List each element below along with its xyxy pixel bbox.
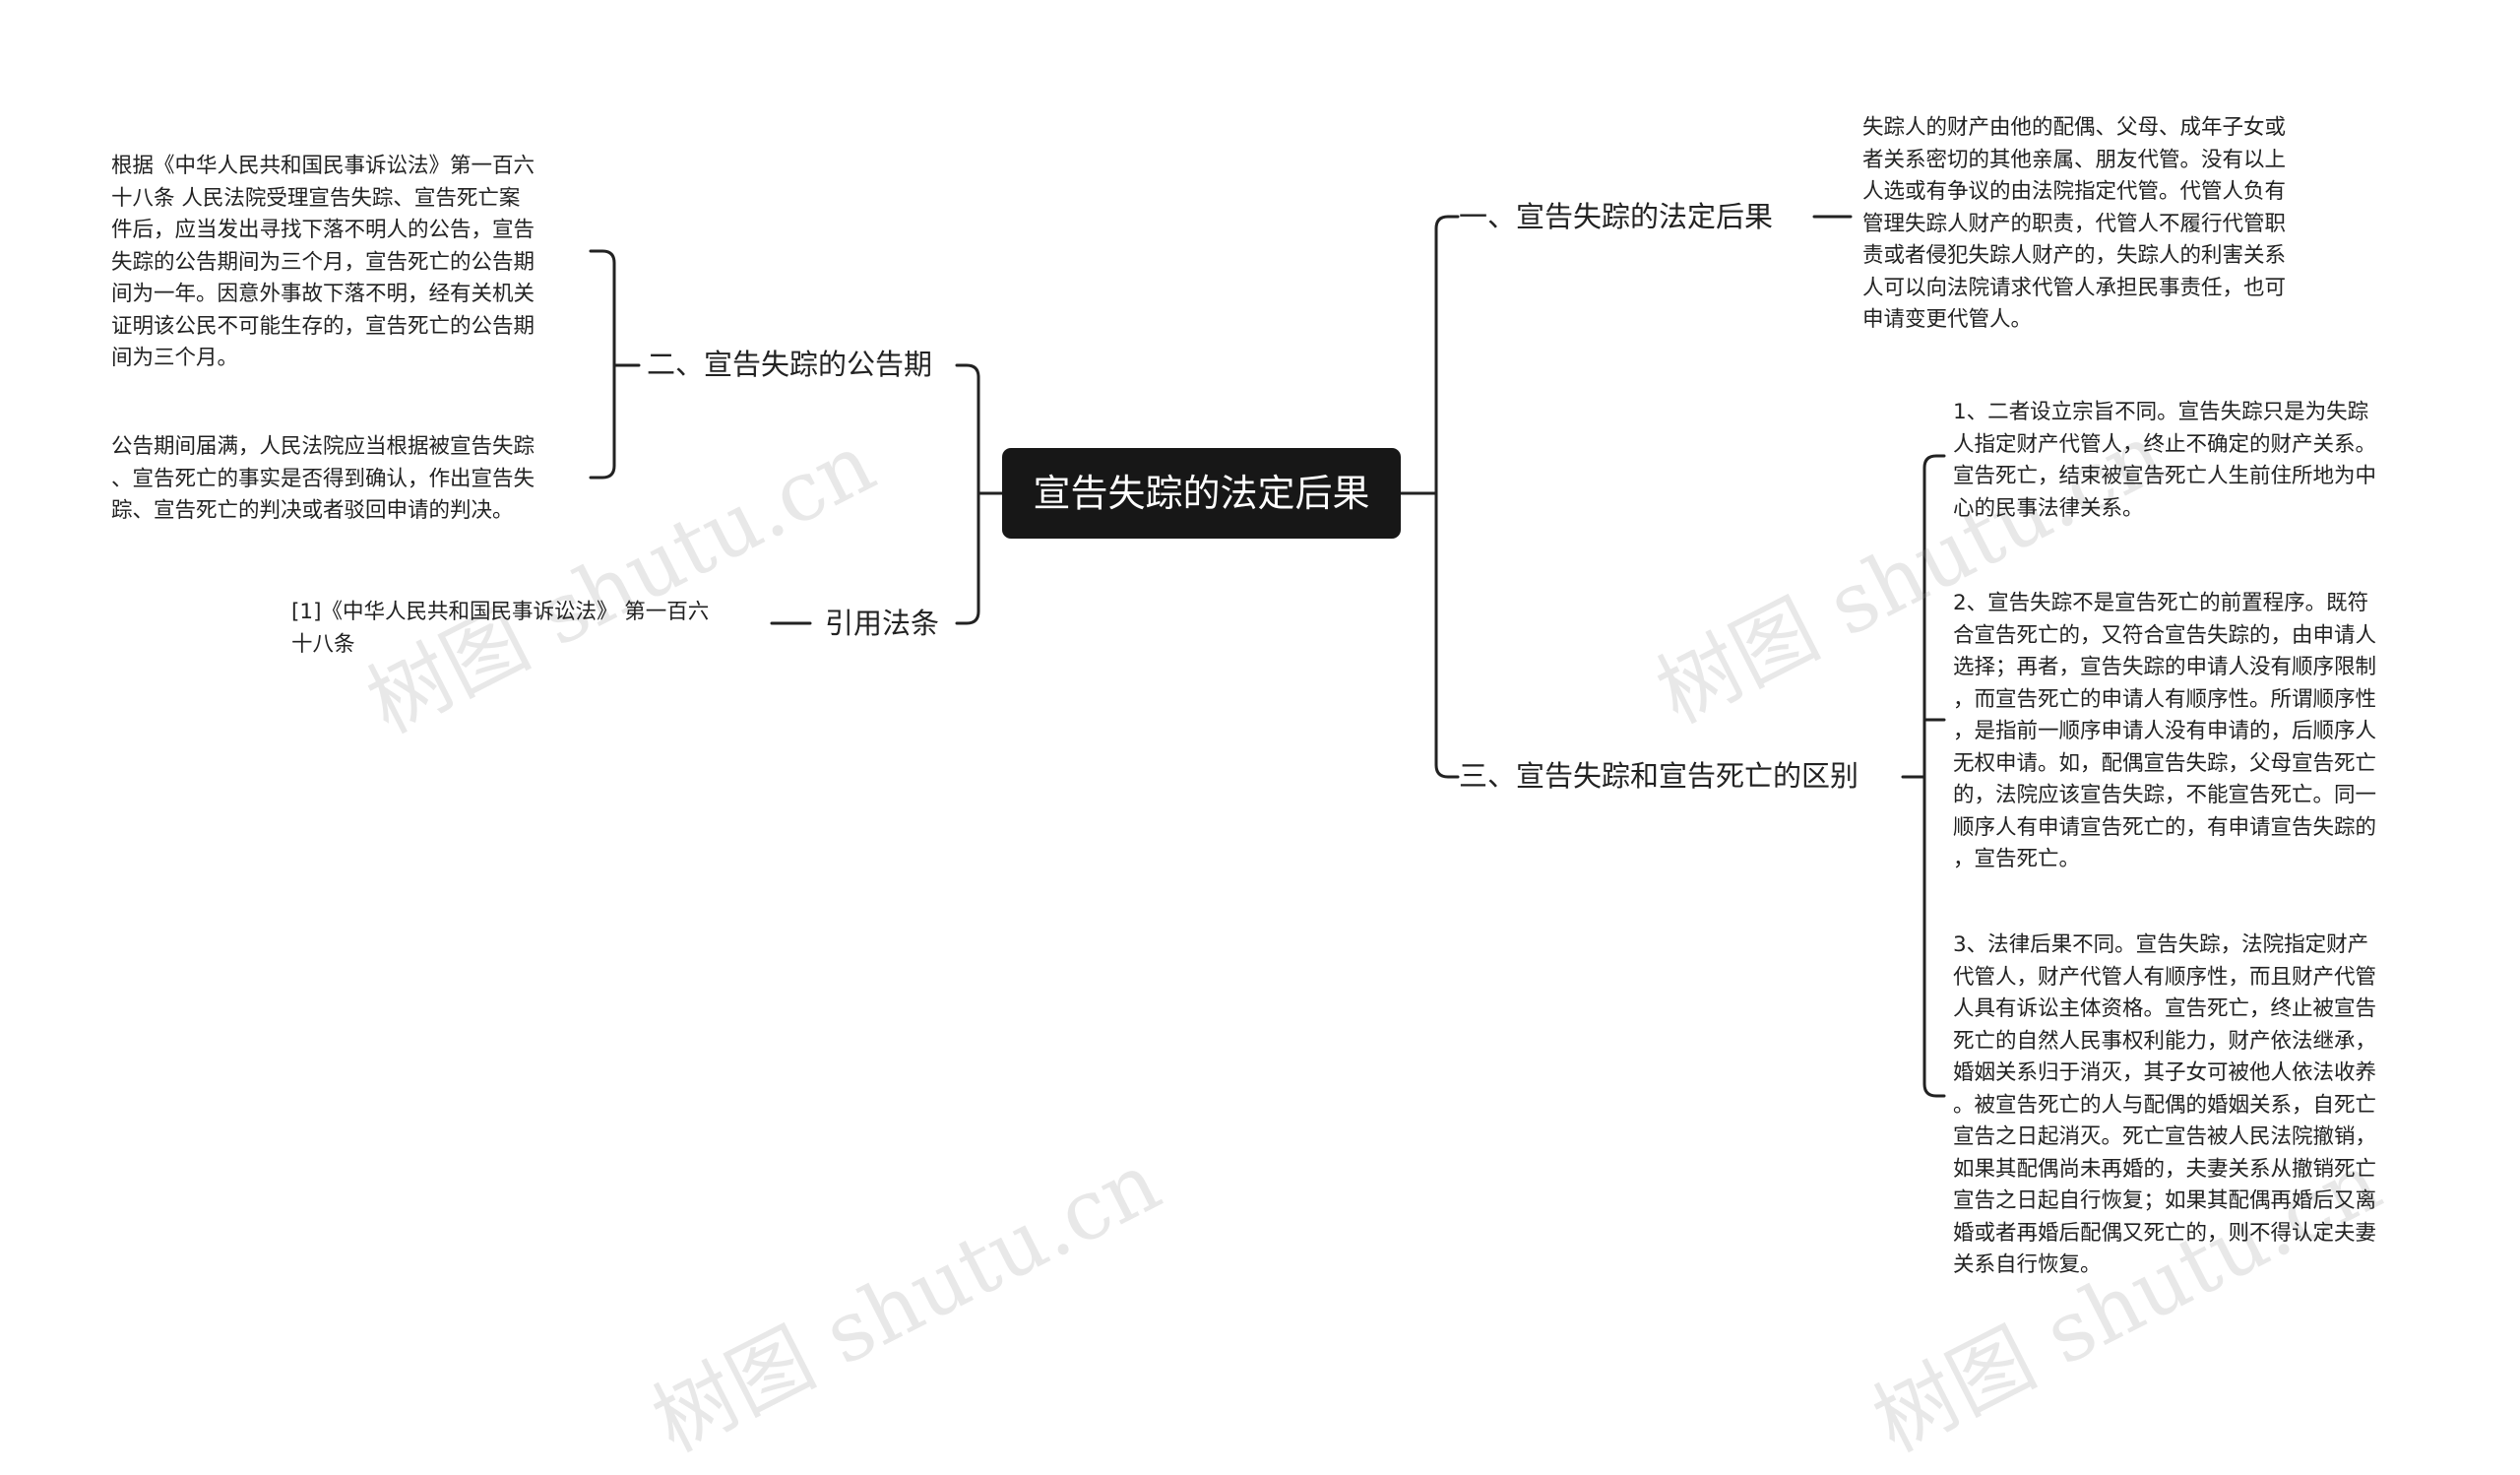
branch-legal-consequences[interactable]: 一、宣告失踪的法定后果 [1459,200,1774,233]
connector-b3-bracket [1922,454,1946,1098]
connector-left-bracket [955,363,980,625]
root-node[interactable]: 宣告失踪的法定后果 [1002,448,1401,539]
connector-lines [589,215,1946,1098]
connector-right-bracket [1434,215,1460,779]
connector-b2-bracket [589,249,616,480]
branch-cited-law[interactable]: 引用法条 [825,607,940,640]
leaf-cited-law-text: [1]《中华人民共和国民事诉讼法》 第一百六 十八条 [291,600,710,657]
branch-announcement-period[interactable]: 二、宣告失踪的公告期 [647,348,933,381]
mind-map: 树图 shutu.cn 树图 shutu.cn 树图 shutu.cn 树图 s… [111,115,2395,1470]
branch-differences[interactable]: 三、宣告失踪和宣告死亡的区别 [1459,759,1859,793]
leaf-difference-2: 2、宣告失踪不是宣告死亡的前置程序。既符 合宣告死亡的，又符合宣告失踪的，由申请… [1953,591,2377,871]
leaf-period-text-1: 根据《中华人民共和国民事诉讼法》第一百六 十八条 人民法院受理宣告失踪、宣告死亡… [111,154,536,370]
leaf-difference-3: 3、法律后果不同。宣告失踪，法院指定财产 代管人，财产代管人有顺序性，而且财产代… [1953,932,2377,1277]
leaf-consequences-text: 失踪人的财产由他的配偶、父母、成年子女或 者关系密切的其他亲属、朋友代管。没有以… [1862,115,2287,332]
leaf-difference-1: 1、二者设立宗旨不同。宣告失踪只是为失踪 人指定财产代管人，终止不确定的财产关系… [1953,400,2377,521]
leaf-period-text-2: 公告期间届满，人民法院应当根据被宣告失踪 、宣告死亡的事实是否得到确认，作出宣告… [111,434,536,523]
